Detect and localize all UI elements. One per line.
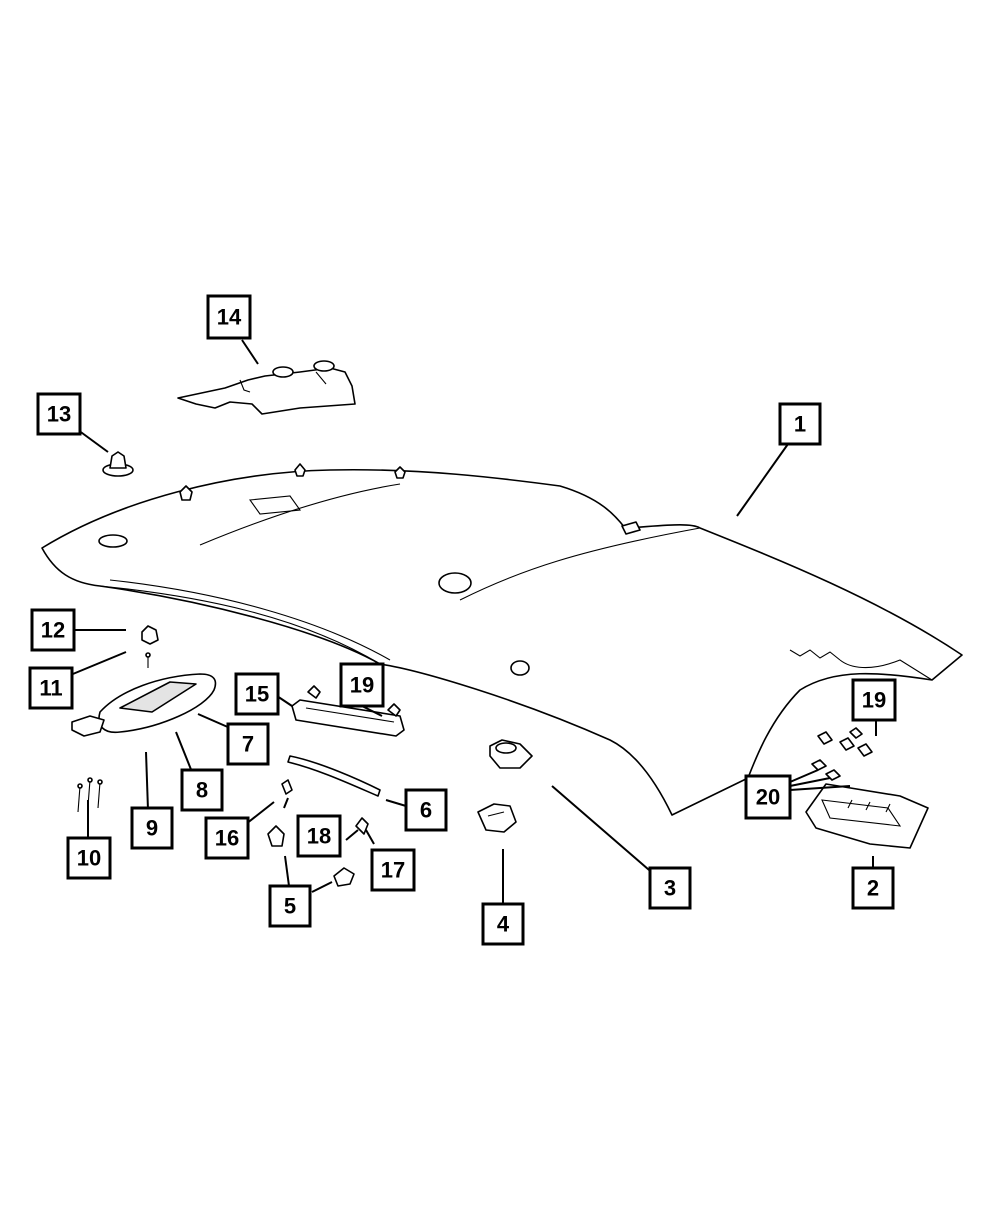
callout-18: 18 bbox=[296, 814, 342, 858]
callout-label: 5 bbox=[284, 894, 296, 919]
callout-11: 11 bbox=[28, 666, 74, 710]
callout-8: 8 bbox=[180, 768, 224, 812]
callout-label: 3 bbox=[664, 876, 676, 901]
callout-label: 18 bbox=[307, 824, 331, 849]
callout-13: 13 bbox=[36, 392, 82, 436]
leader-lines bbox=[67, 339, 877, 906]
callout-label: 20 bbox=[756, 785, 780, 810]
callout-19-lower: 19 bbox=[851, 678, 897, 722]
callout-15: 15 bbox=[234, 672, 280, 716]
clips bbox=[267, 779, 369, 887]
callout-10: 10 bbox=[66, 836, 112, 880]
dome-lamp bbox=[489, 739, 533, 769]
visor-clip-and-screw bbox=[141, 625, 159, 668]
callout-label: 11 bbox=[39, 676, 62, 701]
callout-label: 8 bbox=[196, 778, 208, 803]
callout-6: 6 bbox=[404, 788, 448, 832]
callout-3: 3 bbox=[648, 866, 692, 910]
callout-4: 4 bbox=[481, 902, 525, 946]
callout-label: 1 bbox=[794, 412, 806, 437]
assist-handle-bezel bbox=[291, 685, 405, 737]
callout-7: 7 bbox=[226, 722, 270, 766]
callout-label: 4 bbox=[497, 912, 510, 937]
lamp bbox=[477, 803, 517, 833]
callout-label: 2 bbox=[867, 876, 879, 901]
callout-9: 9 bbox=[130, 806, 174, 850]
callout-label: 14 bbox=[217, 305, 242, 330]
headliner-retainer bbox=[102, 451, 134, 477]
callout-label: 19 bbox=[862, 688, 886, 713]
callout-1: 1 bbox=[778, 402, 822, 446]
callout-19-upper: 19 bbox=[339, 662, 385, 708]
sun-visor bbox=[71, 673, 217, 737]
callout-label: 16 bbox=[215, 826, 239, 851]
callout-label: 19 bbox=[350, 673, 374, 698]
callout-label: 13 bbox=[47, 402, 71, 427]
callout-label: 12 bbox=[41, 618, 65, 643]
callout-label: 9 bbox=[146, 816, 158, 841]
callout-2: 2 bbox=[851, 866, 895, 910]
headliner-panel bbox=[41, 463, 963, 816]
callout-16: 16 bbox=[204, 816, 250, 860]
roof-insulator bbox=[177, 360, 356, 415]
callout-17: 17 bbox=[370, 848, 416, 892]
callout-14: 14 bbox=[206, 294, 252, 340]
callout-label: 17 bbox=[381, 858, 405, 883]
callout-label: 7 bbox=[242, 732, 254, 757]
callout-label: 6 bbox=[420, 798, 432, 823]
screws bbox=[77, 777, 103, 813]
callout-label: 15 bbox=[245, 682, 269, 707]
callout-12: 12 bbox=[30, 608, 76, 652]
callout-20: 20 bbox=[744, 774, 792, 820]
callout-5: 5 bbox=[268, 884, 312, 928]
overhead-console bbox=[805, 727, 929, 849]
callout-label: 10 bbox=[77, 846, 101, 871]
grab-handle bbox=[287, 755, 381, 797]
